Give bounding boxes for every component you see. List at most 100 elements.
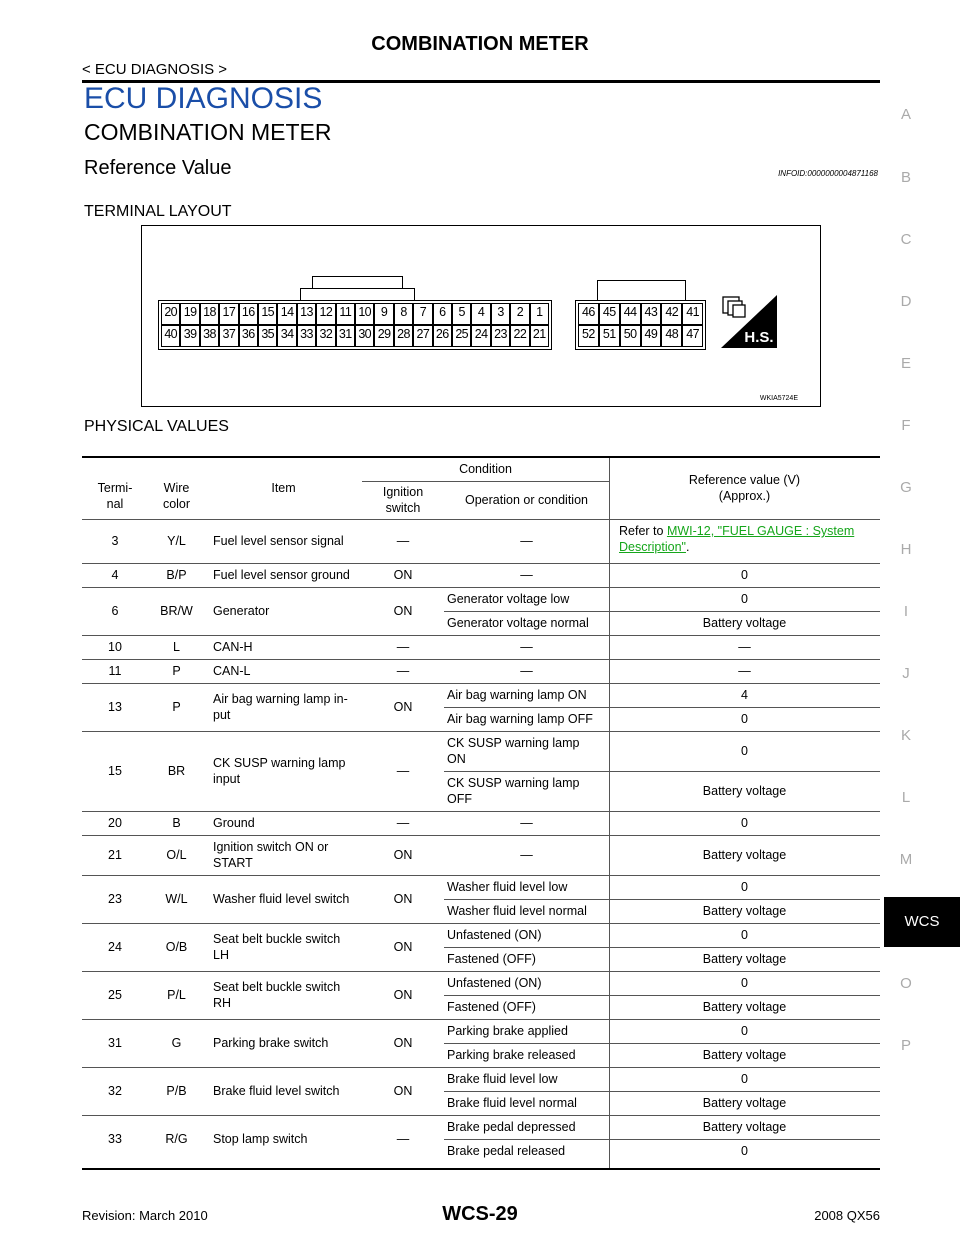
cell-ignition: ON — [362, 587, 444, 635]
row-divider — [82, 835, 880, 836]
pin: 25 — [451, 325, 472, 347]
pin: 6 — [432, 303, 452, 325]
cell-terminal-text: 4 — [111, 568, 119, 582]
row-divider — [82, 519, 880, 520]
cell-operation-text: Parking brake applied — [447, 1024, 568, 1038]
cell-reference: 0 — [609, 923, 880, 947]
cell-wire-color: BR — [148, 731, 205, 811]
pin: 42 — [661, 303, 683, 325]
heading-ecu-diagnosis: ECU DIAGNOSIS — [84, 82, 323, 115]
cell-ignition-text: ON — [393, 940, 413, 954]
cell-wire-color: W/L — [148, 875, 205, 923]
sidebar-tab-l[interactable]: L — [901, 789, 911, 806]
cell-operation-text: CK SUSP warning lamp OFF — [447, 776, 580, 806]
footer-model: 2008 QX56 — [814, 1208, 880, 1223]
sidebar-tab-g[interactable]: G — [900, 479, 912, 496]
sidebar-tab-k[interactable]: K — [900, 727, 911, 744]
cell-reference-text: Battery voltage — [702, 904, 787, 918]
row-divider — [444, 707, 880, 708]
sidebar-tab-o[interactable]: O — [900, 975, 912, 992]
cell-item-text: Ground — [213, 816, 255, 830]
cell-wire-color: P — [148, 683, 205, 731]
row-divider — [82, 1115, 880, 1116]
cell-wire-color: P — [148, 659, 205, 683]
cell-ignition-text: ON — [393, 1036, 413, 1050]
cell-reference: 0 — [609, 1067, 880, 1091]
pin: 1 — [529, 303, 549, 325]
row-divider — [82, 635, 880, 636]
footer-revision: Revision: March 2010 — [82, 1208, 208, 1223]
cell-terminal: 10 — [82, 635, 148, 659]
cell-wire-color: L — [148, 635, 205, 659]
cell-ignition-text: ON — [393, 892, 413, 906]
pin: 12 — [316, 303, 336, 325]
cell-operation-text: Brake pedal released — [447, 1144, 566, 1158]
cell-ignition: — — [362, 811, 444, 835]
cell-wire-color-text: R/G — [165, 1132, 188, 1146]
sidebar-tab-e[interactable]: E — [900, 355, 911, 372]
cell-reference-text: 0 — [741, 744, 748, 758]
cell-operation: Brake pedal depressed — [447, 1115, 609, 1139]
cell-terminal-text: 33 — [108, 1132, 122, 1146]
sidebar-tab-p[interactable]: P — [900, 1037, 911, 1054]
pin: 20 — [161, 303, 181, 325]
cell-item: CAN-L — [213, 659, 362, 683]
cell-terminal: 24 — [82, 923, 148, 971]
pin: 28 — [393, 325, 414, 347]
cell-ignition: — — [362, 1115, 444, 1163]
cell-item-text: Fuel level sensor signal — [213, 534, 344, 548]
pin: 37 — [219, 325, 239, 347]
cell-reference: 0 — [609, 1139, 880, 1163]
cell-wire-color-text: B — [172, 816, 181, 830]
cell-ignition: ON — [362, 835, 444, 875]
cell-wire-color: Y/L — [148, 519, 205, 563]
cell-reference: Battery voltage — [609, 1043, 880, 1067]
cell-wire-color: B — [148, 811, 205, 835]
cell-reference-text: 4 — [741, 688, 748, 702]
sidebar-tab-j[interactable]: J — [902, 665, 910, 682]
pin: 32 — [316, 325, 336, 347]
cell-wire-color: O/L — [148, 835, 205, 875]
cell-reference-text: Battery voltage — [702, 616, 787, 630]
cell-item: Fuel level sensor signal — [213, 519, 362, 563]
pin: 47 — [682, 325, 703, 347]
cell-ignition: — — [362, 659, 444, 683]
cell-terminal: 21 — [82, 835, 148, 875]
pin: 35 — [257, 325, 278, 347]
cell-operation: — — [444, 835, 609, 875]
header-operation: Operation or condition — [444, 481, 609, 518]
cell-item: Parking brake switch — [213, 1019, 362, 1067]
pin: 43 — [640, 303, 662, 325]
row-divider — [82, 587, 880, 588]
cell-reference-text: 0 — [741, 880, 748, 894]
sidebar-tab-b[interactable]: B — [900, 169, 911, 186]
col-divider — [609, 458, 610, 1168]
sidebar-tab-wcs[interactable]: WCS — [884, 897, 960, 947]
header-wire-color: Wire color — [148, 458, 205, 534]
sidebar-tab-i[interactable]: I — [903, 603, 909, 620]
cell-terminal: 23 — [82, 875, 148, 923]
cell-ignition: ON — [362, 971, 444, 1019]
row-divider — [362, 481, 609, 482]
row-divider — [444, 611, 880, 612]
cell-reference: Battery voltage — [609, 899, 880, 923]
row-divider — [82, 923, 880, 924]
reference-link[interactable]: MWI-12, "FUEL GAUGE : System Description… — [619, 524, 855, 554]
cell-wire-color-text: Y/L — [167, 534, 186, 548]
sidebar-tab-d[interactable]: D — [900, 293, 912, 310]
sidebar-tab-c[interactable]: C — [900, 231, 912, 248]
cell-wire-color: G — [148, 1019, 205, 1067]
sidebar-tab-f[interactable]: F — [901, 417, 911, 434]
cell-terminal-text: 3 — [111, 534, 119, 548]
cell-reference: Battery voltage — [609, 947, 880, 971]
row-divider — [444, 899, 880, 900]
info-id: INFOID:0000000004871168 — [778, 169, 878, 178]
sidebar-tab-m[interactable]: M — [899, 851, 913, 868]
cell-reference: 0 — [609, 875, 880, 899]
sidebar-tab-h[interactable]: H — [900, 541, 912, 558]
sidebar-tab-a[interactable]: A — [900, 106, 911, 123]
cell-item: CK SUSP warning lamp input — [213, 731, 362, 811]
cell-operation-text: Unfastened (ON) — [447, 928, 542, 942]
